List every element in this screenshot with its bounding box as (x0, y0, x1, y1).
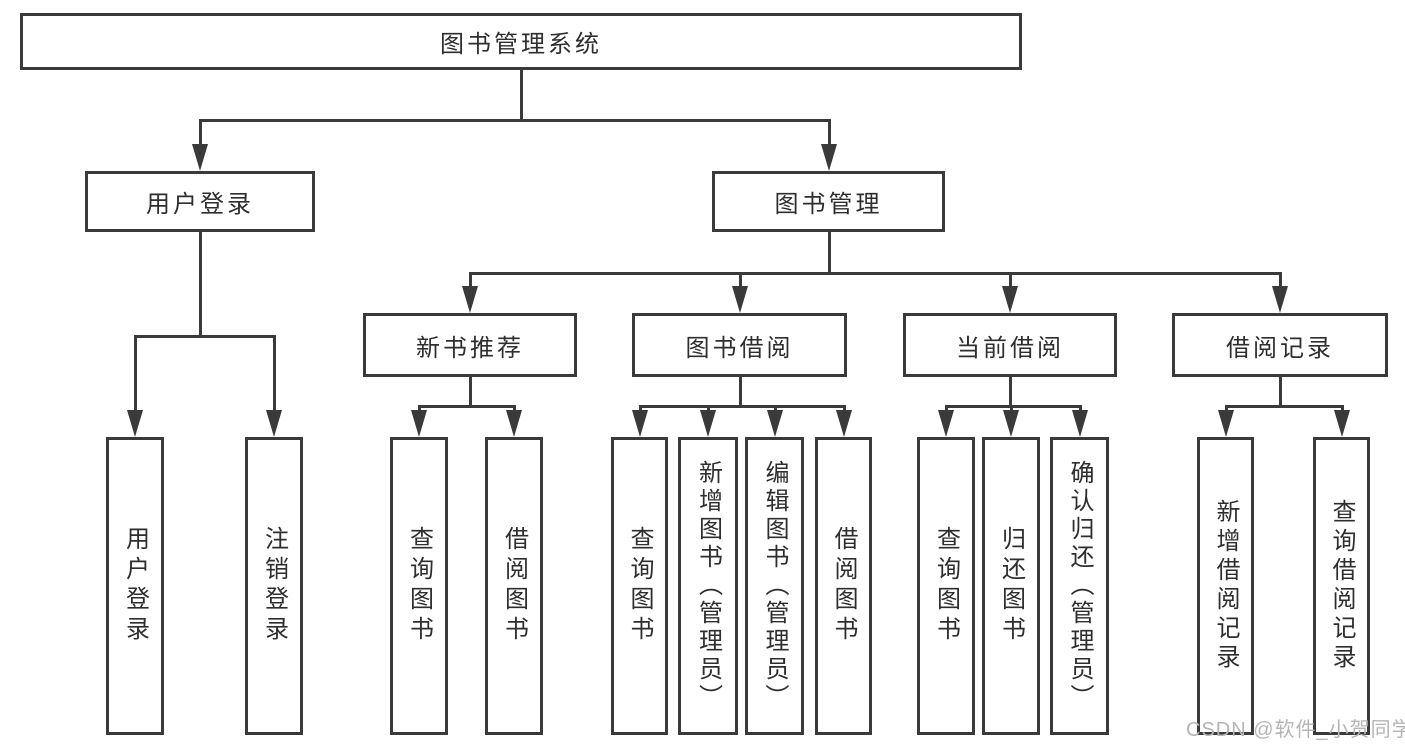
arrowhead-down-icon (411, 410, 427, 437)
connector-line (520, 69, 523, 122)
node-query-book-current: 查询图书 (917, 437, 975, 735)
connector-line (469, 375, 472, 408)
connector-line (469, 272, 472, 292)
arrowhead-down-icon (821, 144, 837, 171)
connector-line (199, 230, 202, 338)
node-confirm-return-admin: 确认归还（管理员） (1050, 437, 1109, 735)
connector-line (418, 405, 516, 408)
arrowhead-down-icon (632, 410, 648, 437)
connector-line (828, 230, 831, 275)
connector-line (199, 119, 202, 149)
node-query-book-rec: 查询图书 (390, 437, 448, 735)
connector-line (945, 405, 1082, 408)
watermark: CSDN @软件_小贺同学 (1186, 719, 1405, 741)
connector-line (134, 335, 276, 338)
connector-line (1225, 405, 1344, 408)
connector-line (639, 405, 846, 408)
arrowhead-down-icon (1072, 410, 1088, 437)
connector-line (739, 375, 742, 408)
node-query-borrow-record: 查询借阅记录 (1313, 437, 1370, 735)
connector-line (1009, 272, 1012, 292)
node-root: 图书管理系统 (20, 13, 1022, 70)
node-add-borrow-record: 新增借阅记录 (1197, 437, 1254, 735)
node-borrow-book-borrow: 借阅图书 (815, 437, 872, 735)
node-book-borrow: 图书借阅 (632, 313, 847, 377)
node-return-book: 归还图书 (982, 437, 1040, 735)
node-user-login: 用户登录 (85, 171, 315, 232)
arrowhead-down-icon (1334, 410, 1350, 437)
connector-line (1009, 375, 1012, 408)
arrowhead-down-icon (192, 144, 208, 171)
node-borrow-book-rec: 借阅图书 (485, 437, 543, 735)
connector-line (199, 119, 831, 122)
node-book-mgmt: 图书管理 (712, 171, 945, 232)
node-query-book-borrow: 查询图书 (611, 437, 668, 735)
arrowhead-down-icon (127, 410, 143, 437)
arrowhead-down-icon (1003, 410, 1019, 437)
node-new-book-rec: 新书推荐 (363, 313, 577, 377)
arrowhead-down-icon (732, 286, 748, 313)
node-edit-book-admin: 编辑图书（管理员） (745, 437, 804, 735)
connector-line (273, 335, 276, 414)
connector-line (469, 272, 1282, 275)
node-logout: 注销登录 (245, 437, 303, 735)
arrowhead-down-icon (938, 410, 954, 437)
node-current-borrow: 当前借阅 (903, 313, 1117, 377)
connector-line (1279, 375, 1282, 408)
arrowhead-down-icon (462, 286, 478, 313)
node-borrow-record: 借阅记录 (1172, 313, 1388, 377)
connector-line (1279, 272, 1282, 292)
connector-line (134, 335, 137, 414)
node-add-book-admin: 新增图书（管理员） (678, 437, 738, 735)
arrowhead-down-icon (506, 410, 522, 437)
arrowhead-down-icon (1218, 410, 1234, 437)
arrowhead-down-icon (1002, 286, 1018, 313)
node-login: 用户登录 (106, 437, 164, 735)
arrowhead-down-icon (767, 410, 783, 437)
connector-line (828, 119, 831, 149)
arrowhead-down-icon (266, 410, 282, 437)
arrowhead-down-icon (700, 410, 716, 437)
connector-line (739, 272, 742, 292)
arrowhead-down-icon (1272, 286, 1288, 313)
arrowhead-down-icon (836, 410, 852, 437)
